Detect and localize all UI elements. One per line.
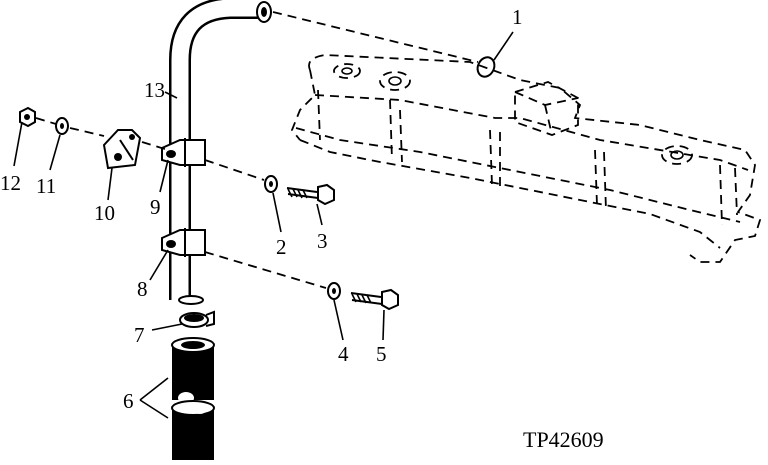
callout-6: 6 [123, 389, 134, 413]
callout-7: 7 [134, 323, 145, 347]
hoses [171, 337, 215, 460]
hose-clamp [179, 310, 215, 328]
o-ring [476, 56, 496, 78]
washer-11 [55, 117, 69, 135]
upper-clamp [161, 138, 206, 167]
washer-4 [327, 282, 341, 300]
leader-lines [13, 31, 514, 419]
callout-labels: 1 2 3 4 5 6 7 8 9 10 11 12 13 [0, 5, 523, 413]
callout-4: 4 [338, 342, 349, 366]
callout-9: 9 [150, 195, 161, 219]
valve-cover [290, 54, 762, 263]
bracket [102, 129, 142, 170]
callout-8: 8 [137, 277, 148, 301]
assembly-lines [35, 11, 479, 289]
nut [19, 106, 36, 128]
lower-clamp [161, 228, 206, 257]
cap-screw-5 [350, 288, 399, 311]
figure-code: TP42609 [523, 427, 604, 452]
callout-11: 11 [36, 174, 56, 198]
callout-13: 13 [144, 78, 165, 102]
callout-1: 1 [512, 5, 523, 29]
callout-3: 3 [317, 229, 328, 253]
callout-2: 2 [276, 235, 287, 259]
callout-10: 10 [94, 201, 115, 225]
callout-5: 5 [376, 342, 387, 366]
washer-2 [264, 175, 278, 193]
cap-screw-3 [286, 183, 335, 206]
callout-12: 12 [0, 171, 21, 195]
breather-tube [169, 0, 272, 305]
